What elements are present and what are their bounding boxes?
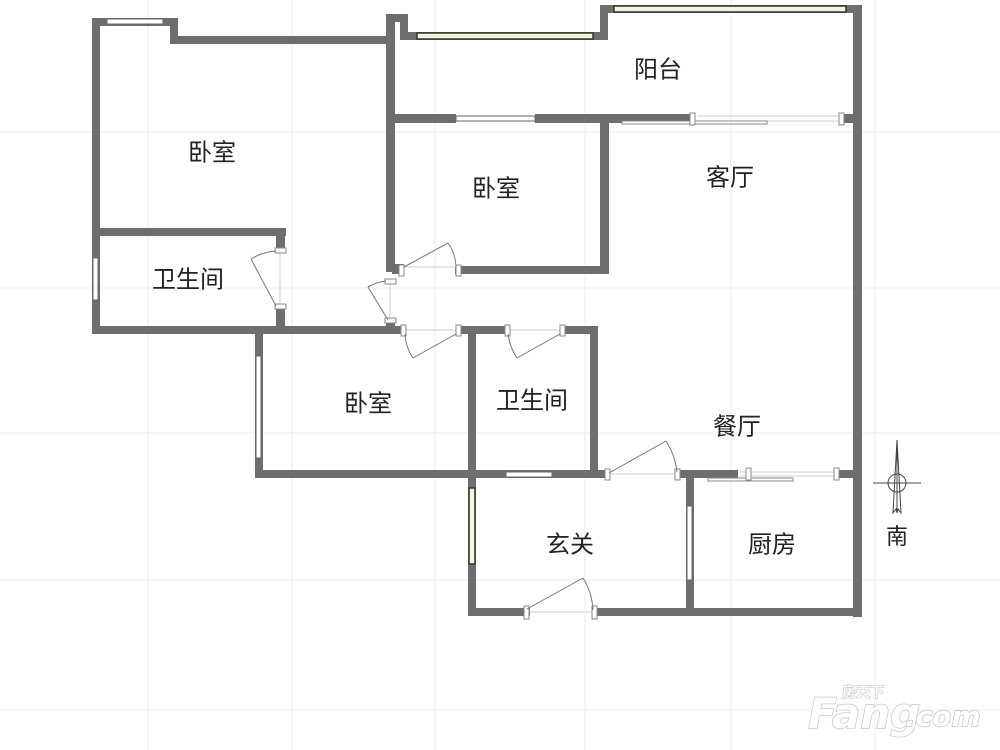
walls (92, 5, 862, 617)
room-label-bathroom-west: 卫生间 (152, 266, 224, 294)
room-label-bedroom-northwest: 卧室 (188, 139, 236, 167)
swing-doors (250, 242, 681, 620)
room-label-living-room: 客厅 (706, 164, 754, 192)
watermark-brand-main: Fang (808, 689, 920, 738)
watermark-brand-cn: 房天下 (842, 684, 884, 701)
window-middle-bedroom (455, 115, 536, 122)
window-balcony-east (613, 5, 847, 13)
room-label-bedroom-middle: 卧室 (472, 175, 520, 203)
window-balcony-west (416, 32, 594, 40)
window-sw-bedroom (255, 355, 262, 459)
room-label-balcony: 阳台 (634, 56, 682, 84)
room-label-dining-room: 餐厅 (713, 413, 761, 441)
windows (92, 5, 847, 581)
window-nw-bedroom (106, 18, 164, 25)
window-middle-bathroom (505, 471, 553, 478)
window-west-bathroom (92, 257, 99, 301)
compass: 南 (873, 439, 921, 550)
room-label-bedroom-southwest: 卧室 (344, 390, 392, 418)
watermark-brand-suffix: .com (905, 700, 981, 733)
window-kitchen (686, 505, 693, 581)
compass-arrow-icon (873, 439, 921, 515)
sliding-doors (621, 112, 845, 482)
room-label-entrance-hall: 玄关 (546, 531, 594, 559)
compass-south-label: 南 (886, 525, 908, 550)
window-entrance (468, 487, 476, 565)
room-label-kitchen: 厨房 (748, 531, 796, 559)
room-label-bathroom-middle: 卫生间 (496, 387, 568, 415)
watermark-logo: 房天下 Fang .com (807, 684, 981, 739)
